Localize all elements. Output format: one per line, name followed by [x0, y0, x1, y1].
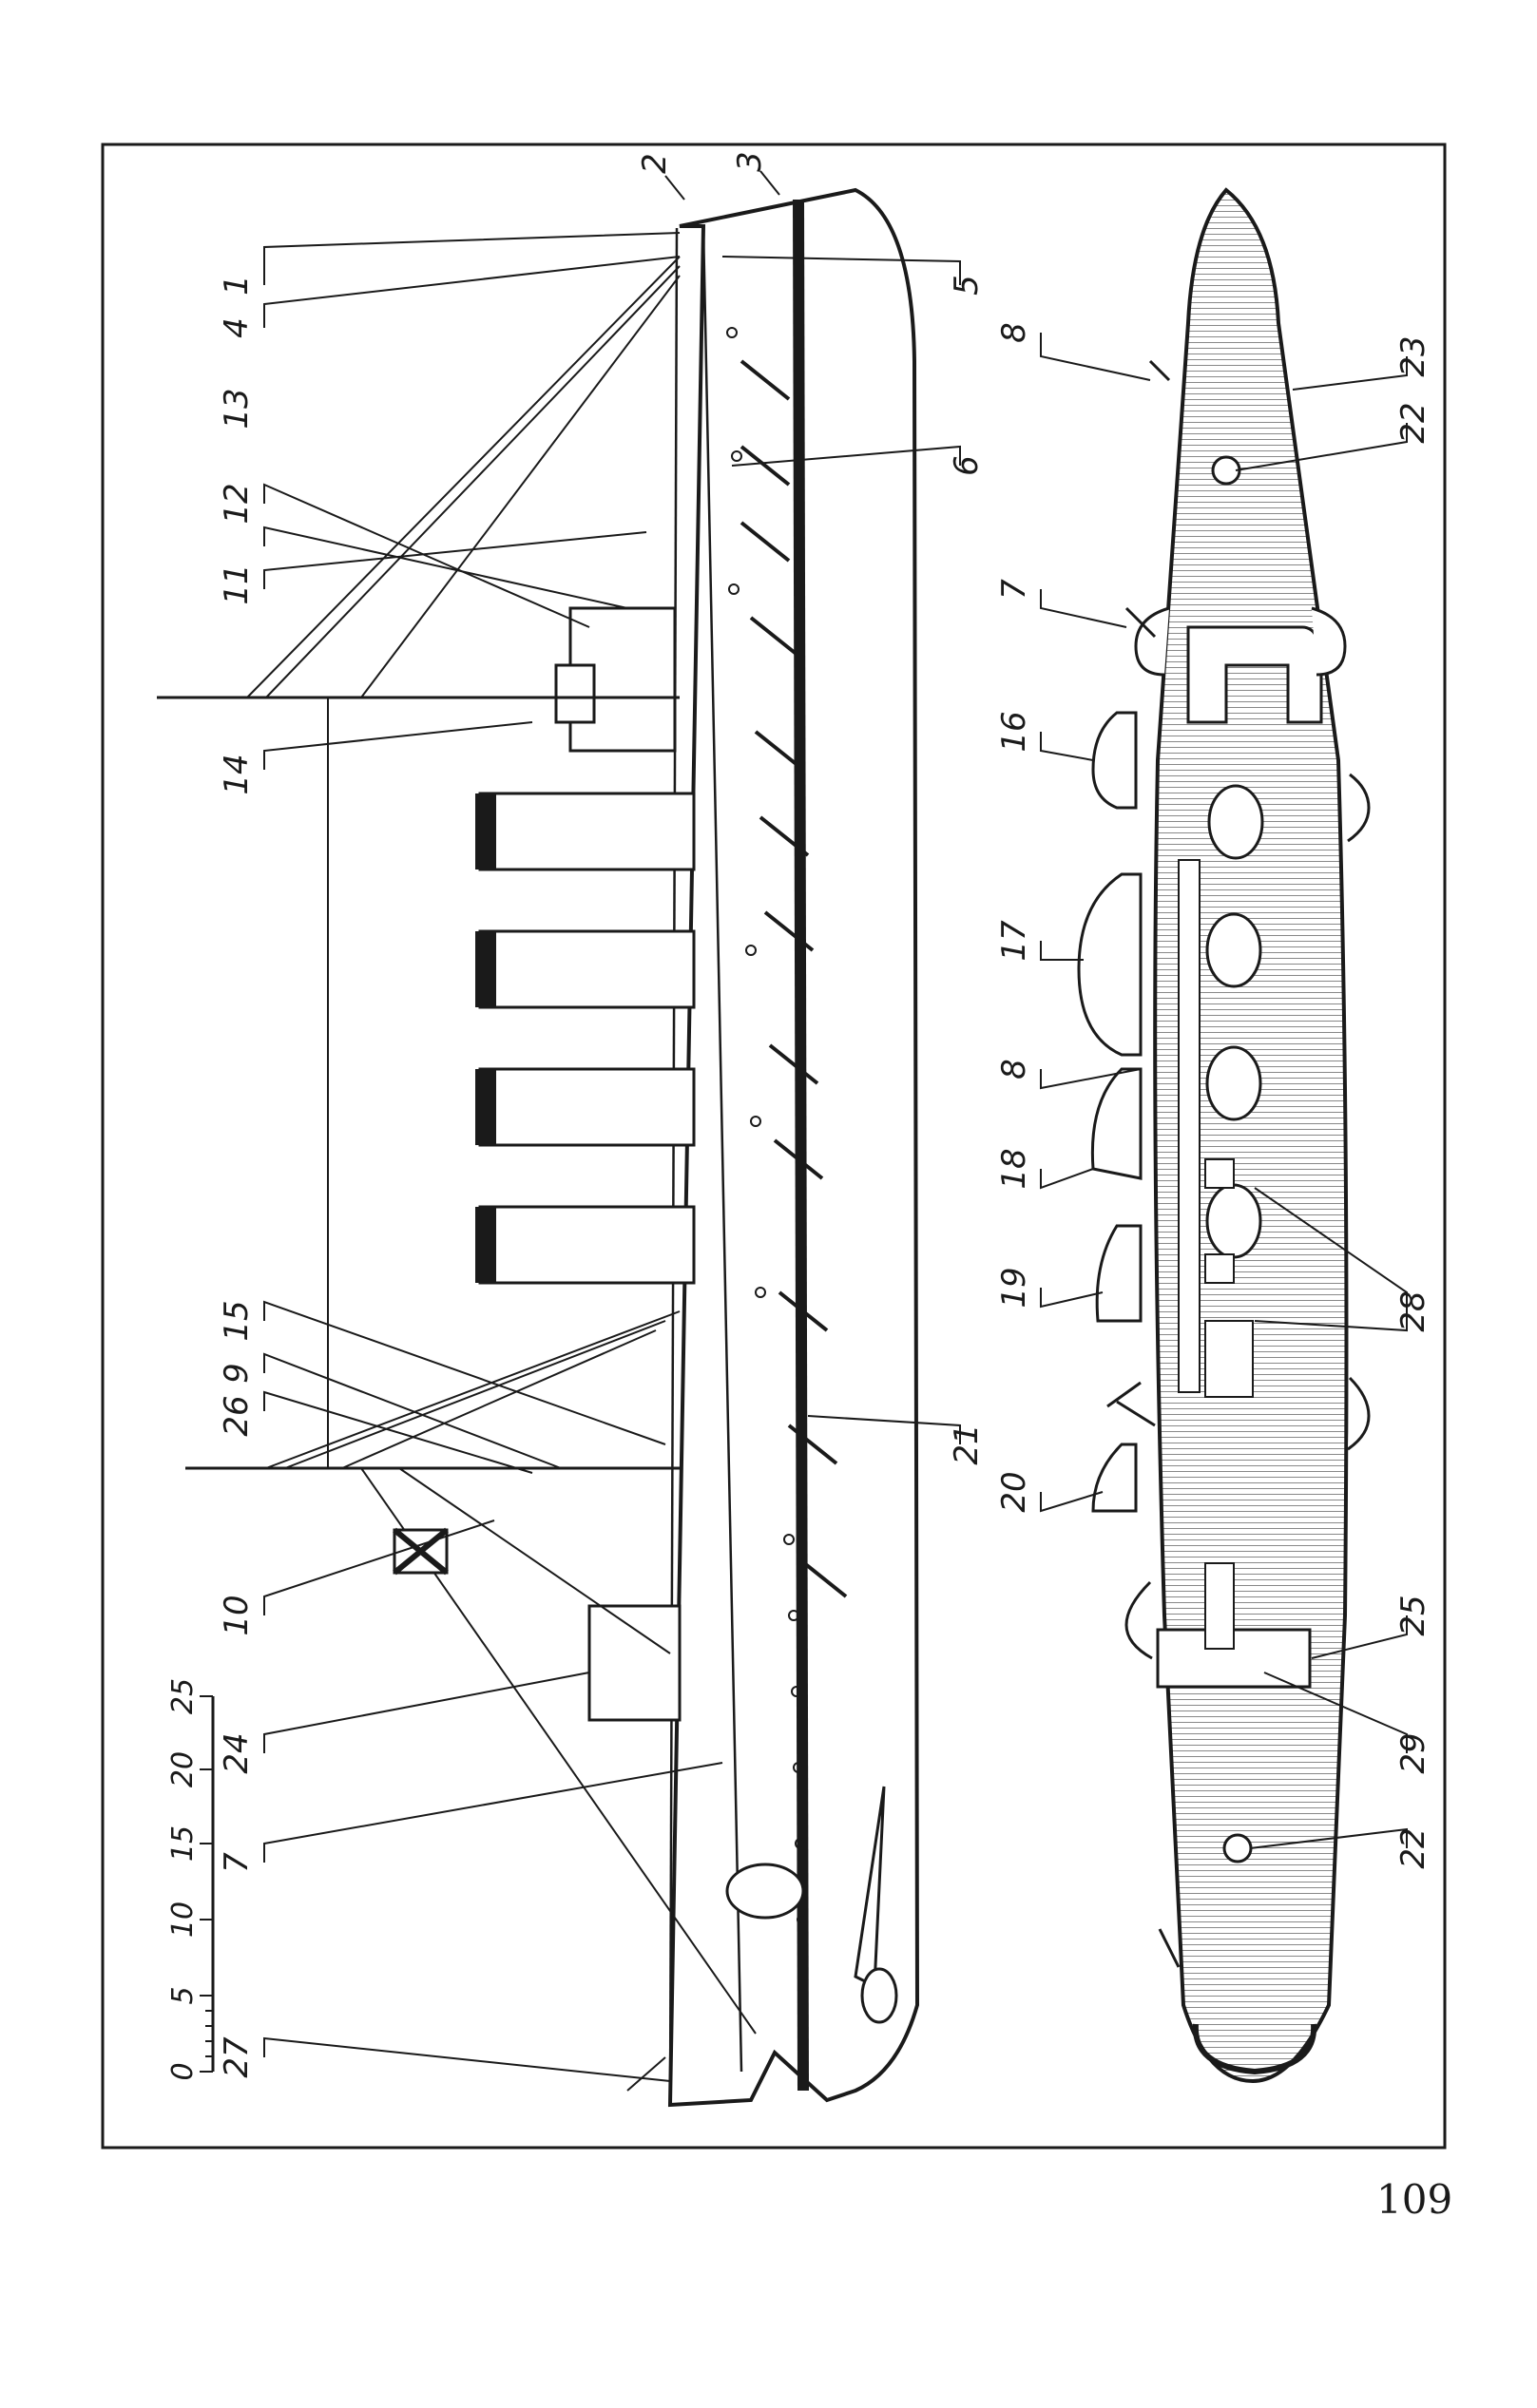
plan-bow-gun: [1211, 455, 1241, 486]
callout-6: 6: [948, 455, 986, 476]
callout-plan-7: 7: [995, 579, 1033, 600]
scale-tick-0: 0: [166, 2062, 200, 2080]
funnel-4: [478, 1205, 696, 1285]
callout-plan-29: 29: [1394, 1732, 1432, 1773]
portholes: [726, 327, 808, 1925]
funnel-3: [478, 1067, 696, 1147]
plan-leader-lines: [1040, 333, 1408, 1849]
callout-24: 24: [218, 1732, 256, 1773]
callout-13: 13: [218, 388, 256, 429]
drawing-frame: [101, 143, 1447, 2150]
callout-21: 21: [948, 1424, 986, 1464]
scale-tick-15: 15: [166, 1825, 200, 1862]
callout-plan-22b: 22: [1394, 1827, 1432, 1868]
deck-plan: [1077, 187, 1371, 2084]
callout-plan-8b: 8: [995, 1059, 1033, 1080]
side-leader-lines: [263, 170, 961, 2082]
callout-14: 14: [218, 754, 256, 794]
boat-16: [1091, 711, 1138, 810]
waterline-band: [793, 199, 809, 2092]
funnel-1: [478, 792, 696, 871]
plan-boats: [1077, 711, 1143, 1513]
callout-9: 9: [218, 1363, 256, 1384]
side-armament-marks: [740, 359, 848, 1598]
callout-plan-16: 16: [995, 711, 1033, 752]
propeller: [860, 1967, 898, 2024]
plan-funnel-3: [1205, 1045, 1262, 1121]
plan-funnel-2: [1205, 912, 1262, 988]
scale-tick-10: 10: [166, 1902, 200, 1938]
scale-tick-20: 20: [166, 1751, 200, 1787]
stern-gun-turret: [725, 1863, 805, 1920]
callout-plan-17: 17: [995, 920, 1033, 962]
callout-plan-18: 18: [995, 1148, 1033, 1189]
boat-20: [1091, 1443, 1138, 1513]
conning-tower: [554, 663, 596, 724]
callout-7: 7: [218, 1852, 256, 1873]
callout-5: 5: [948, 275, 986, 296]
callout-plan-19: 19: [995, 1267, 1033, 1308]
callout-10: 10: [218, 1595, 256, 1635]
callout-plan-8a: 8: [995, 322, 1033, 343]
callout-27: 27: [218, 2036, 256, 2078]
boat-18: [1090, 1067, 1143, 1180]
callout-1: 1: [218, 275, 256, 296]
callout-12: 12: [218, 483, 256, 524]
callout-plan-25: 25: [1394, 1595, 1432, 1635]
callout-plan-28: 28: [1394, 1290, 1432, 1331]
plan-walkway: [1178, 859, 1201, 1393]
boat-17: [1077, 872, 1143, 1057]
plan-funnel-1: [1207, 784, 1264, 860]
callout-plan-23: 23: [1394, 335, 1432, 376]
plan-booms: [1106, 359, 1181, 1968]
callout-26: 26: [218, 1395, 256, 1436]
callout-plan-22a: 22: [1394, 402, 1432, 443]
plan-skylights: [1204, 1158, 1254, 1398]
sheer-line: [668, 227, 679, 2106]
after-bridge: [587, 1604, 682, 1722]
scale-bar: 0 5 10 15 20 25: [166, 1678, 215, 2081]
callout-4: 4: [218, 317, 256, 338]
scale-tick-5: 5: [166, 1986, 200, 2004]
page-number: 109: [1376, 2176, 1453, 2223]
funnel-2: [478, 929, 696, 1009]
plan-funnel-4: [1205, 1183, 1262, 1259]
callout-plan-20: 20: [995, 1471, 1033, 1512]
boat-19: [1095, 1224, 1143, 1323]
side-callouts: 1 4 2 3 5 6 13 12 11 14 15 9 26 21 10 24…: [218, 151, 986, 2077]
callout-2: 2: [636, 153, 674, 174]
callout-3: 3: [731, 151, 769, 172]
plan-stern-walk: [1192, 2023, 1317, 2075]
upper-deck-line: [701, 227, 743, 2073]
side-elevation: [157, 187, 920, 2108]
plan-funnels: [1205, 784, 1264, 1259]
scale-tick-25: 25: [166, 1678, 200, 1714]
callout-11: 11: [218, 564, 256, 604]
plan-callouts: 8 7 16 17 8 18 19 20 23 22 28 25 29 22: [995, 322, 1432, 1868]
funnel-caps: [475, 793, 496, 1283]
callout-15: 15: [218, 1300, 256, 1341]
plan-aft-hatch: [1204, 1562, 1235, 1650]
funnels: [478, 792, 696, 1285]
plan-stern-gun: [1222, 1833, 1253, 1863]
